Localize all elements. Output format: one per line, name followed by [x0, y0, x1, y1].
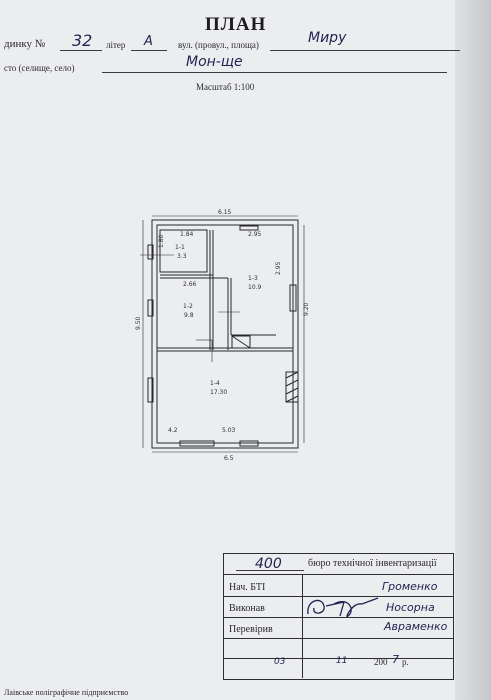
date-year-prefix: 200 — [374, 657, 388, 667]
city-value: Мон-ще — [186, 54, 243, 70]
room-1-4-id: 1-4 — [210, 380, 220, 387]
date-year-suffix: р. — [402, 657, 409, 667]
page-title: ПЛАН — [205, 14, 267, 35]
bureau-name: бюро технічної інвентаризації — [308, 558, 437, 569]
city-label: сто (селище, село) — [4, 63, 75, 73]
right-depth: 9.20 — [303, 302, 310, 316]
city-line — [102, 72, 447, 73]
checker-name: Авраменко — [384, 620, 448, 633]
room-1-1-area: 3.3 — [177, 253, 187, 260]
executor-label: Виконав — [229, 603, 265, 614]
head-name: Громенко — [382, 580, 438, 593]
plot-label: динку № — [4, 38, 46, 50]
street-label: вул. (провул., площа) — [178, 40, 259, 50]
side-dim-1: 1.80 — [158, 234, 165, 248]
letter-value: А — [144, 34, 153, 49]
plot-number-line — [60, 50, 102, 51]
room-1-2-area: 9.8 — [184, 312, 194, 319]
room-1-3-area: 10.9 — [248, 284, 262, 291]
side-dim-3: 4.2 — [168, 427, 178, 434]
plot-number: 32 — [72, 31, 93, 50]
overall-depth: 9.50 — [135, 316, 142, 330]
side-dim-2: 2.95 — [275, 261, 282, 275]
room-1-1-id: 1-1 — [175, 244, 185, 251]
room-1-3-dim: 2.95 — [248, 231, 262, 238]
room-1-1-dim: 1.84 — [180, 231, 194, 238]
date-year-digit: 7 — [392, 653, 399, 666]
bti-stamp — [223, 553, 454, 680]
street-value: Миру — [308, 30, 347, 46]
letter-label: літер — [106, 40, 126, 50]
scale-text: Масштаб 1:100 — [196, 82, 255, 92]
date-month: 11 — [336, 656, 348, 666]
stamp-number-line — [236, 570, 304, 571]
room-1-4-area: 17.30 — [210, 389, 227, 396]
printer-footer: Лаівське поліграфічне підприємство — [4, 688, 129, 697]
stamp-number: 400 — [255, 556, 282, 572]
bottom-width: 6.5 — [224, 455, 234, 462]
letter-line — [131, 50, 167, 51]
street-line — [270, 50, 460, 51]
room-1-2-dim: 2.66 — [183, 281, 197, 288]
room-1-3-id: 1-3 — [248, 275, 258, 282]
date-day: 03 — [274, 657, 286, 667]
executor-name: Носорна — [386, 601, 435, 614]
page-edge-shadow — [455, 0, 491, 700]
overall-width: 6.15 — [218, 209, 232, 216]
room-1-4-dim: 5.03 — [222, 427, 236, 434]
room-1-2-id: 1-2 — [183, 303, 193, 310]
head-label: Нач. БТІ — [229, 582, 266, 593]
executor-signature — [307, 597, 379, 618]
checker-label: Перевірив — [229, 624, 273, 635]
